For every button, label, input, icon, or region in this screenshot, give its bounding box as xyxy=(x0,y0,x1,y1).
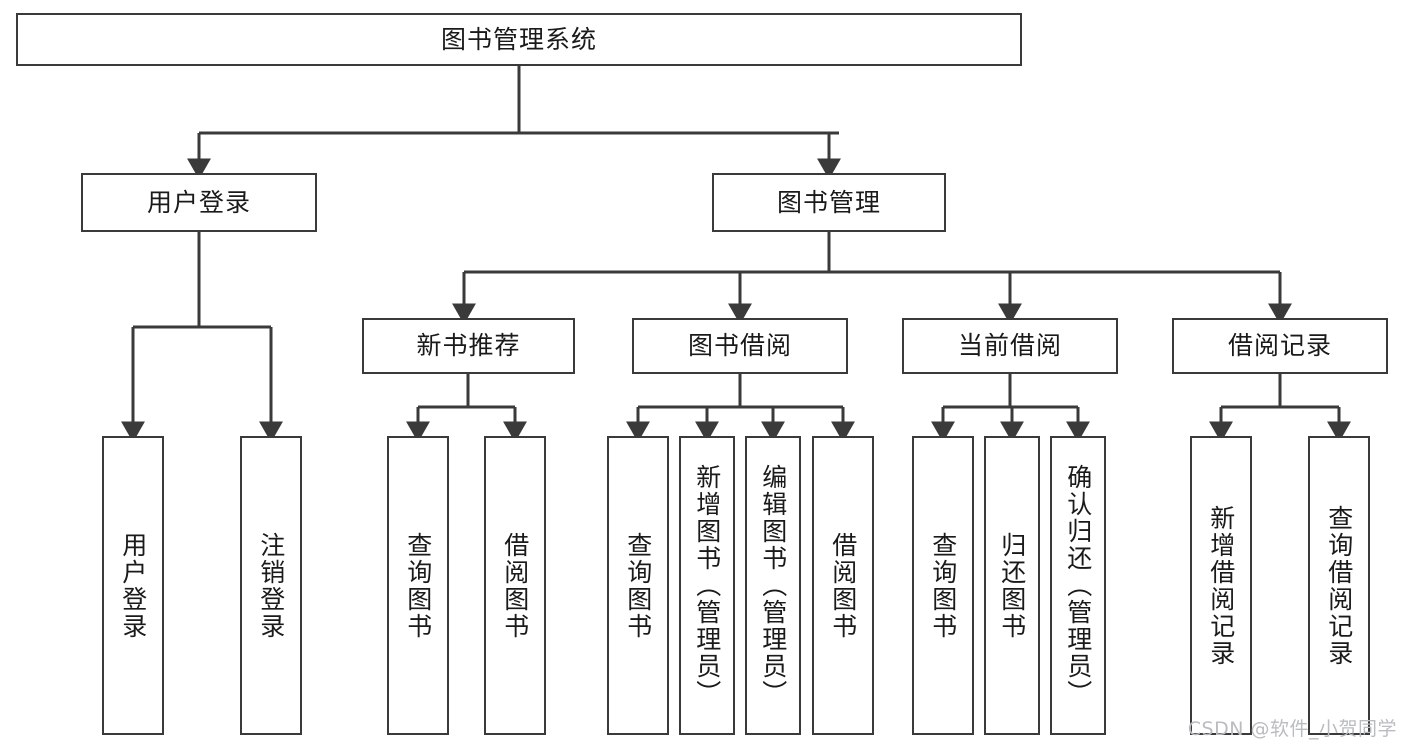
leaf-borrow-book-recommend[interactable]: 借阅图书 xyxy=(484,436,546,735)
leaf-query-borrow-record[interactable]: 查询借阅记录 xyxy=(1308,436,1370,735)
node-new-book-recommend[interactable]: 新书推荐 xyxy=(362,318,575,374)
node-root-system[interactable]: 图书管理系统 xyxy=(16,13,1022,66)
leaf-borrow-book[interactable]: 借阅图书 xyxy=(812,436,874,735)
node-book-borrow[interactable]: 图书借阅 xyxy=(632,318,848,374)
node-borrow-record[interactable]: 借阅记录 xyxy=(1172,318,1388,374)
leaf-edit-book-admin[interactable]: 编辑图书（管理员） xyxy=(745,436,801,735)
csdn-watermark: CSDN @软件_小贺同学 xyxy=(1187,718,1397,740)
leaf-query-book-borrow[interactable]: 查询图书 xyxy=(607,436,669,735)
leaf-add-book-admin[interactable]: 新增图书（管理员） xyxy=(679,436,735,735)
node-user-login[interactable]: 用户登录 xyxy=(81,173,317,232)
leaf-query-book-recommend[interactable]: 查询图书 xyxy=(387,436,449,735)
leaf-user-login[interactable]: 用户登录 xyxy=(102,436,164,735)
leaf-query-book-current[interactable]: 查询图书 xyxy=(912,436,974,735)
leaf-add-borrow-record[interactable]: 新增借阅记录 xyxy=(1190,436,1252,735)
leaf-user-logout[interactable]: 注销登录 xyxy=(240,436,302,735)
node-current-borrow[interactable]: 当前借阅 xyxy=(902,318,1118,374)
node-book-management[interactable]: 图书管理 xyxy=(712,173,946,232)
leaf-return-book[interactable]: 归还图书 xyxy=(984,436,1040,735)
leaf-confirm-return-admin[interactable]: 确认归还（管理员） xyxy=(1050,436,1106,735)
